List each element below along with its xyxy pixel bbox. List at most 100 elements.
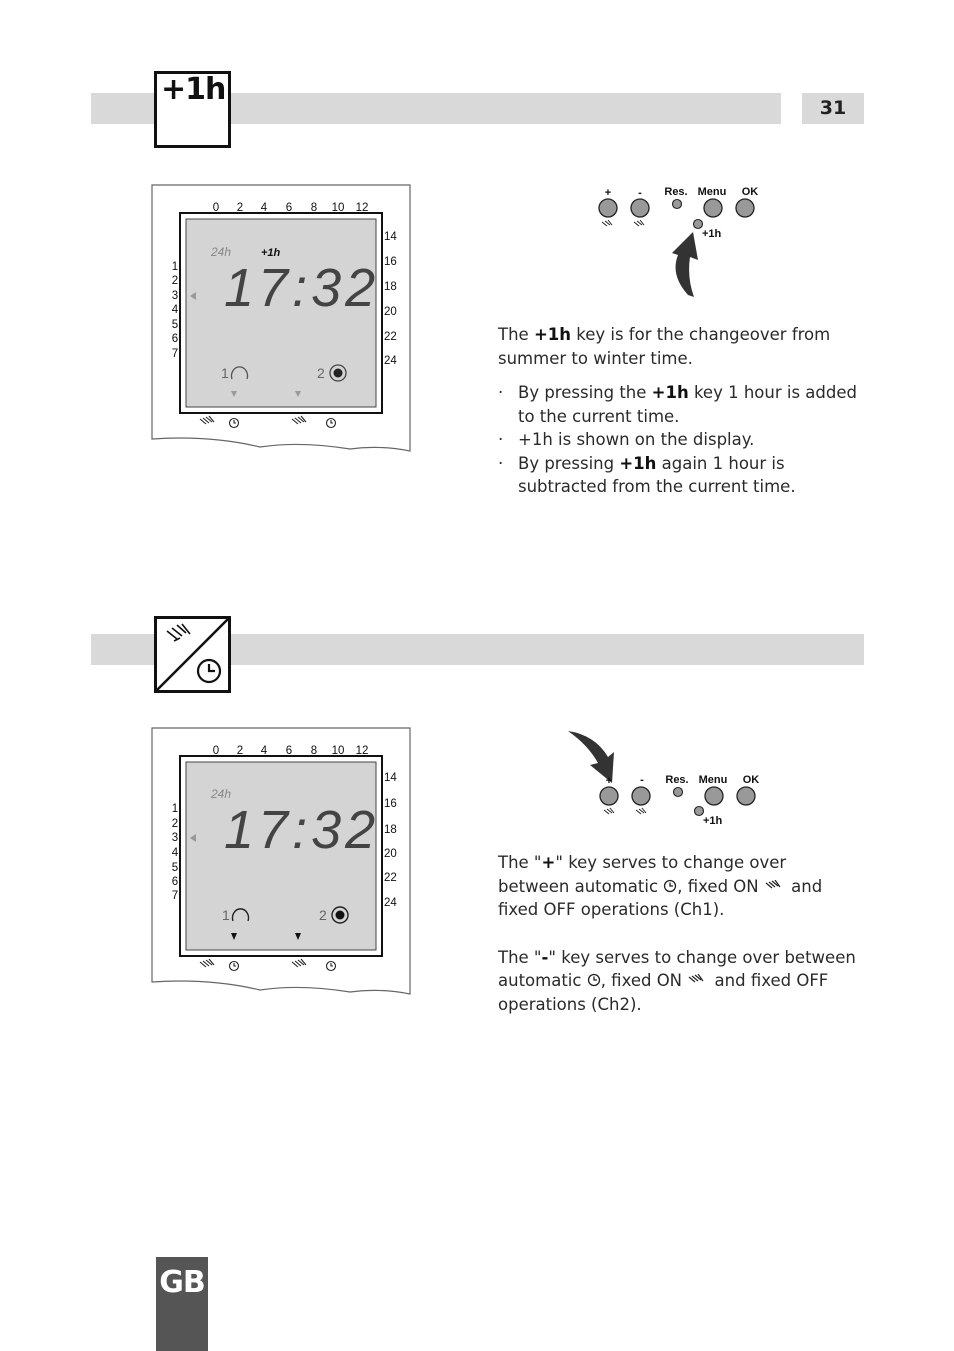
minus-key-paragraph: The "-" key serves to change over betwee… [498, 947, 856, 1014]
day-2: 2 [172, 818, 178, 830]
scale-18: 18 [384, 824, 397, 836]
hand-icon [199, 415, 215, 425]
clock-icon [196, 658, 222, 684]
page-number: 31 [802, 93, 864, 124]
minus-button[interactable] [631, 786, 651, 806]
plus1h-button[interactable] [693, 805, 705, 817]
channel-2-label: 2 [317, 365, 325, 381]
clock-icon [325, 960, 337, 972]
scale-20: 20 [384, 306, 397, 318]
scale-2: 2 [237, 202, 243, 214]
plus-button[interactable] [599, 786, 619, 806]
day-3: 3 [172, 290, 178, 302]
clock-icon [664, 879, 677, 892]
channel-2-on-icon [329, 364, 347, 382]
reset-button[interactable] [671, 198, 683, 210]
hand-icon [601, 219, 613, 227]
scale-16: 16 [384, 798, 397, 810]
scale-4: 4 [261, 745, 268, 757]
language-tab: GB [156, 1257, 208, 1351]
clock-icon [228, 417, 240, 429]
channel-1-marker-icon [231, 933, 237, 940]
clock-icon [587, 973, 600, 987]
key-plus-label: + [606, 775, 612, 787]
channel-2-marker-icon [295, 933, 301, 940]
channel-1-marker-icon [231, 391, 237, 397]
scale-22: 22 [384, 872, 397, 884]
bullet-list: By pressing the +1h key 1 hour is added … [498, 381, 868, 499]
scale-2: 2 [237, 745, 243, 757]
day-2: 2 [172, 275, 178, 287]
day-4: 4 [172, 304, 179, 316]
clock-icon [228, 960, 240, 972]
plus1h-key-label: +1h [702, 228, 722, 240]
scale-12: 12 [356, 745, 369, 757]
plus1h-key-label: +1h [703, 815, 723, 827]
scale-14: 14 [384, 231, 397, 243]
scale-10: 10 [332, 202, 345, 214]
scale-6: 6 [286, 202, 292, 214]
clock-time: 17:32 [224, 800, 379, 860]
key-menu-label: Menu [699, 774, 728, 786]
plus-button[interactable] [598, 198, 618, 218]
timer-display-illustration-1: 0 2 4 6 8 10 12 14 16 18 20 22 24 1 2 3 … [151, 184, 411, 452]
key-plus-label: + [605, 187, 611, 199]
channel-1-label: 1 [221, 365, 229, 381]
day-5: 5 [172, 319, 178, 331]
ok-button[interactable] [736, 786, 756, 806]
channel-1-off-icon [231, 908, 250, 922]
key-minus-label: - [638, 187, 642, 199]
scale-20: 20 [384, 848, 397, 860]
menu-button[interactable] [704, 786, 724, 806]
channel-2-marker-icon [295, 391, 301, 397]
plus1h-description: The +1h key is for the changeover from s… [498, 323, 868, 499]
manual-auto-title-box [154, 616, 231, 693]
key-ok-label: OK [743, 774, 760, 786]
day-4: 4 [172, 847, 179, 859]
day-pointer-icon [190, 292, 196, 300]
scale-8: 8 [311, 745, 317, 757]
key-minus-label: - [640, 774, 644, 786]
day-1: 1 [172, 803, 178, 815]
manual-auto-icon [156, 618, 229, 691]
day-1: 1 [172, 261, 178, 273]
scale-0: 0 [213, 745, 219, 757]
day-3: 3 [172, 832, 178, 844]
scale-24: 24 [384, 355, 397, 367]
hand-icon [199, 958, 215, 968]
keypad-illustration-1: + - Res. Menu OK +1h [598, 186, 758, 297]
channel-2-on-icon [331, 906, 349, 924]
day-6: 6 [172, 333, 178, 345]
scale-16: 16 [384, 256, 397, 268]
hand-icon [635, 807, 647, 815]
intro-paragraph: The +1h key is for the changeover from s… [498, 325, 831, 368]
hand-icon [603, 807, 615, 815]
bullet-add-hour: By pressing the +1h key 1 hour is added … [498, 381, 868, 428]
key-menu-label: Menu [698, 186, 727, 198]
mode-24h: 24h [210, 245, 231, 259]
scale-12: 12 [356, 202, 369, 214]
scale-4: 4 [261, 202, 268, 214]
plus1h-indicator: +1h [261, 247, 281, 259]
channel-key-description: The "+" key serves to change over betwee… [498, 851, 858, 1027]
scale-22: 22 [384, 331, 397, 343]
hand-icon [765, 879, 781, 888]
day-5: 5 [172, 862, 178, 874]
channel-1-label: 1 [222, 907, 230, 923]
bullet-display: +1h is shown on the display. [498, 428, 868, 452]
section-title: +1h [161, 72, 226, 107]
menu-button[interactable] [703, 198, 723, 218]
scale-14: 14 [384, 772, 397, 784]
day-7: 7 [172, 348, 178, 360]
scale-6: 6 [286, 745, 292, 757]
timer-display-illustration-2: 0 2 4 6 8 10 12 14 16 18 20 22 24 1 2 3 … [151, 727, 411, 995]
scale-8: 8 [311, 202, 317, 214]
press-arrow-icon [568, 731, 614, 783]
reset-button[interactable] [672, 786, 684, 798]
hand-icon [633, 219, 645, 227]
plus1h-button[interactable] [692, 218, 704, 230]
key-res-label: Res. [665, 774, 688, 786]
day-pointer-icon [190, 834, 196, 842]
minus-button[interactable] [630, 198, 650, 218]
ok-button[interactable] [735, 198, 755, 218]
